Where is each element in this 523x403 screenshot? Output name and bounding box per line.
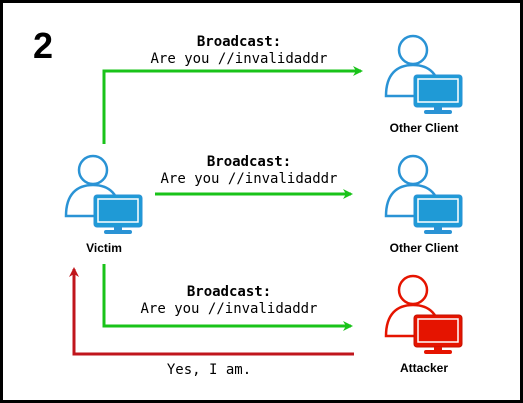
broadcast-title-mid: Broadcast: <box>207 154 291 170</box>
reply-text: Yes, I am. <box>167 362 251 378</box>
broadcast-body-mid: Are you //invalidaddr <box>160 171 337 187</box>
broadcast-body-bottom: Are you //invalidaddr <box>140 301 317 317</box>
attacker-computer-user-icon <box>384 274 463 354</box>
broadcast-arrow-top <box>102 66 363 144</box>
broadcast-arrow-bottom <box>102 264 353 331</box>
step-number: 2 <box>33 25 53 66</box>
victim-label: Victim <box>86 241 122 255</box>
reply-arrow <box>69 267 354 356</box>
attacker-label: Attacker <box>400 361 448 375</box>
broadcast-title-bottom: Broadcast: <box>187 284 271 300</box>
other-client-top-label: Other Client <box>390 121 459 135</box>
victim-computer-user-icon <box>64 154 143 234</box>
other-client-mid-label: Other Client <box>390 241 459 255</box>
broadcast-title-top: Broadcast: <box>197 34 281 50</box>
other-client-top-computer-user-icon <box>384 34 463 114</box>
broadcast-body-top: Are you //invalidaddr <box>150 51 327 67</box>
other-client-mid-computer-user-icon <box>384 154 463 234</box>
network-diagram: 2 Broadcast: Are you //invalidaddr Broad… <box>33 25 463 378</box>
